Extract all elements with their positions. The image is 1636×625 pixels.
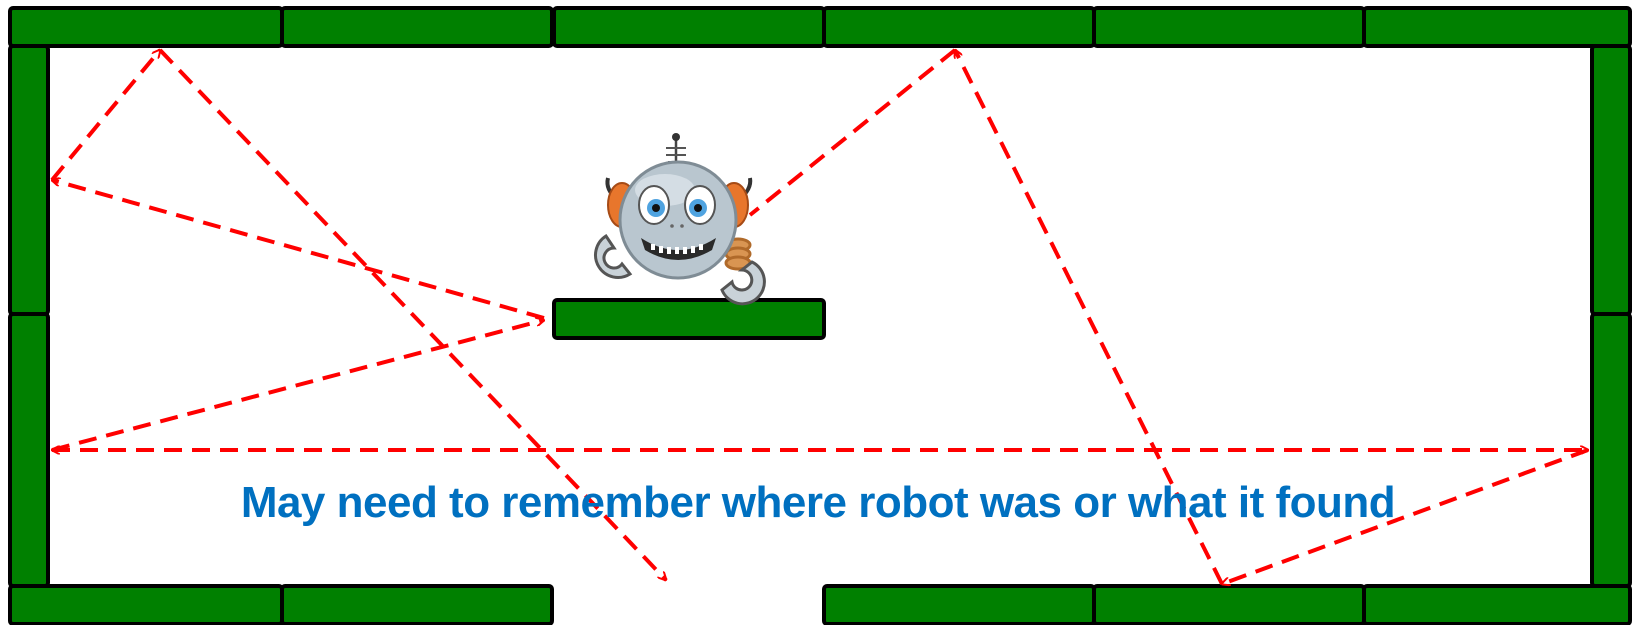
wall-right-2 <box>1590 312 1632 588</box>
wall-bottom-1 <box>8 584 284 625</box>
wall-bottom-3 <box>822 584 1096 625</box>
path-segment <box>158 48 666 580</box>
wall-obstacle <box>552 298 826 340</box>
path-segment <box>1222 448 1589 584</box>
maze-walls <box>8 6 1632 625</box>
wall-top-2 <box>280 6 554 48</box>
wall-top-5 <box>1092 6 1366 48</box>
wall-bottom-5 <box>1362 584 1632 625</box>
wall-top-1 <box>8 6 284 48</box>
path-segment <box>953 50 1224 585</box>
robot-path-arrows <box>52 50 1588 584</box>
wall-bottom-4 <box>1092 584 1366 625</box>
path-segment <box>748 48 957 217</box>
wall-bottom-2 <box>280 584 554 625</box>
wall-left-2 <box>8 312 50 588</box>
wall-right-1 <box>1590 44 1632 316</box>
robot-icon <box>594 133 766 306</box>
path-segment <box>52 180 545 320</box>
wall-top-4 <box>822 6 1096 48</box>
path-segment <box>50 50 160 182</box>
path-segment <box>51 320 544 452</box>
wall-top-3 <box>552 6 826 48</box>
wall-top-6 <box>1362 6 1632 48</box>
wall-left-1 <box>8 44 50 316</box>
